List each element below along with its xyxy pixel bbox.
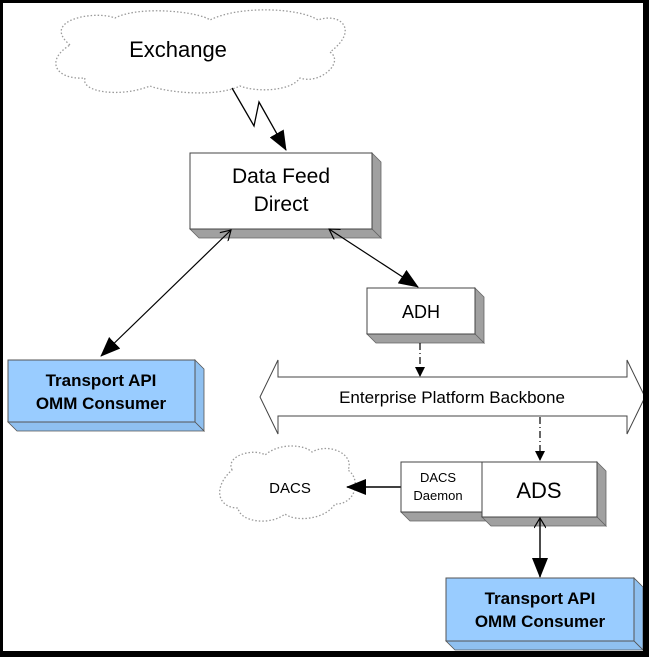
data-feed-direct-label-1: Data Feed <box>232 165 330 188</box>
exchange-cloud-shape <box>55 9 346 94</box>
exchange-cloud: Exchange <box>55 9 346 94</box>
box-side <box>194 359 205 432</box>
exchange-feed-arrow <box>231 87 287 151</box>
dacs-daemon-label-2: Daemon <box>413 488 462 503</box>
consumer-left-label-2: OMM Consumer <box>36 394 167 413</box>
dacs-daemon-label-1: DACS <box>420 470 456 485</box>
consumer-left-box: Transport API OMM Consumer <box>7 359 205 432</box>
box-bottom <box>189 228 382 239</box>
ads-box: ADS <box>481 461 607 527</box>
dacs-daemon-box: DACS Daemon <box>400 461 493 522</box>
box-bottom <box>7 421 205 432</box>
dacs-cloud-shape <box>219 445 356 522</box>
data-feed-direct-box: Data Feed Direct <box>189 152 382 239</box>
dacs-cloud: DACS <box>219 445 356 522</box>
consumer-bottom-label-1: Transport API <box>485 589 596 608</box>
adh-box: ADH <box>366 287 485 344</box>
box-side <box>596 461 607 527</box>
exchange-label: Exchange <box>129 37 227 62</box>
box-bottom <box>481 516 607 527</box>
box-side <box>633 577 644 651</box>
box-bottom <box>366 333 485 344</box>
feed-consumer-left-arrow <box>101 230 231 356</box>
box-side <box>371 152 382 239</box>
feed-adh-arrow <box>329 229 418 287</box>
adh-label: ADH <box>402 302 440 322</box>
box-bottom <box>400 511 493 522</box>
ads-label: ADS <box>516 478 561 503</box>
box-side <box>474 287 485 344</box>
backbone-label: Enterprise Platform Backbone <box>339 388 565 407</box>
box-bottom <box>445 640 644 651</box>
dacs-cloud-label: DACS <box>269 480 311 497</box>
consumer-bottom-label-2: OMM Consumer <box>475 612 606 631</box>
enterprise-backbone: Enterprise Platform Backbone <box>259 359 646 435</box>
consumer-left-label-1: Transport API <box>46 371 157 390</box>
data-feed-direct-label-2: Direct <box>254 193 309 216</box>
consumer-bottom-box: Transport API OMM Consumer <box>445 577 644 651</box>
